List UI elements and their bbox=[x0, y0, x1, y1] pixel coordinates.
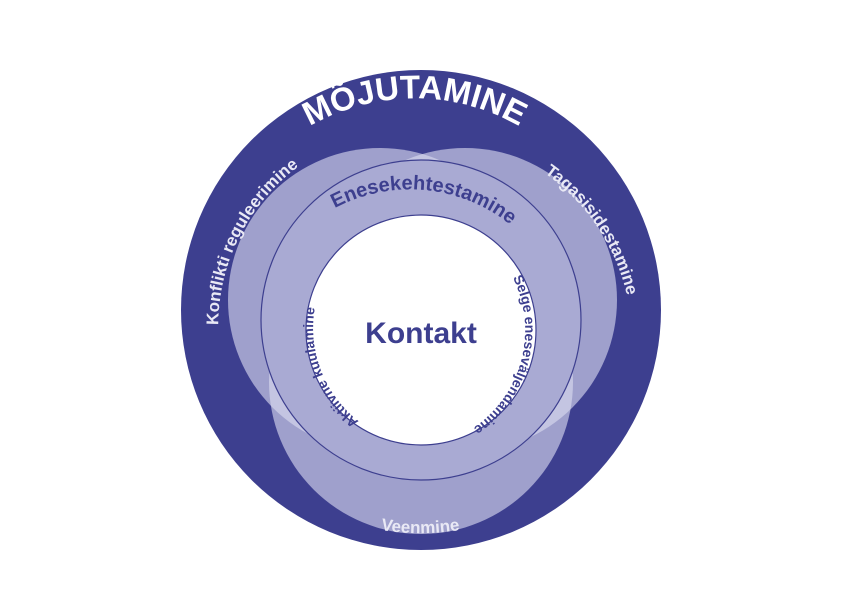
bottom-arc-label: Veenmine bbox=[380, 515, 460, 537]
center-label: Kontakt bbox=[365, 317, 477, 350]
inner-circle bbox=[305, 214, 537, 446]
